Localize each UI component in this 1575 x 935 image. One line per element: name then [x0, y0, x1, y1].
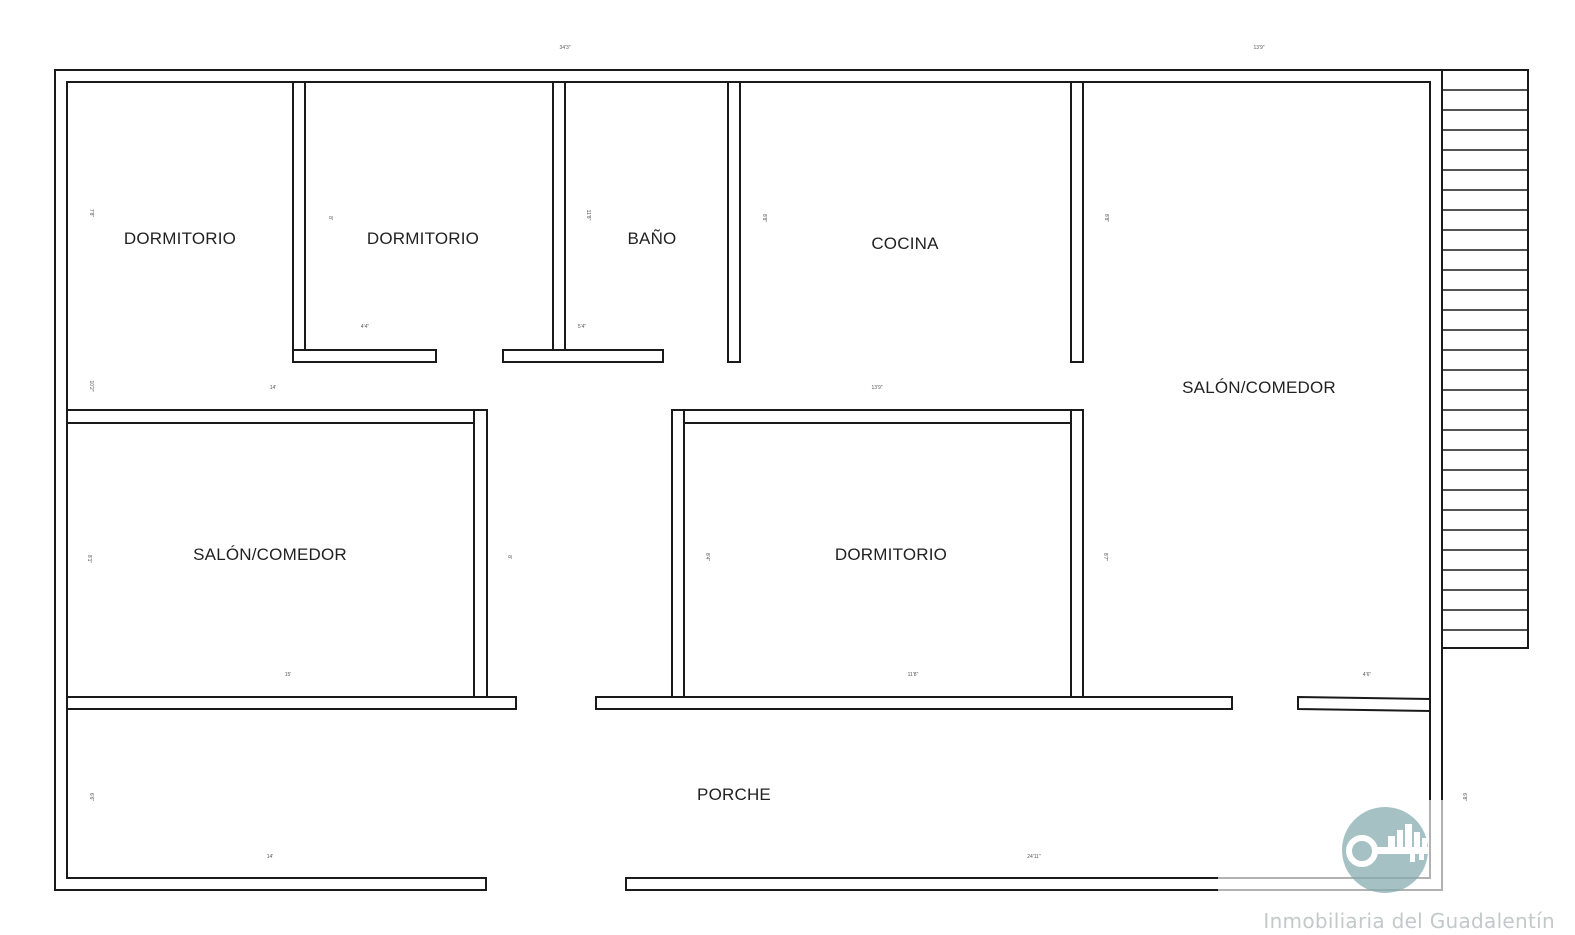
room-label-dormitorio-3: DORMITORIO — [835, 545, 947, 564]
dim-porche-height: 6'6" — [88, 793, 94, 802]
dim-salon1-width: 15' — [285, 672, 292, 678]
dim-top-width-right: 13'9" — [1253, 45, 1264, 51]
dim-dorm2-height: 8' — [327, 216, 333, 220]
wall-salon1-right — [473, 409, 488, 699]
dim-dorm1-lower: 10'2" — [88, 380, 94, 391]
dim-dorm1-height: 7'8" — [88, 209, 94, 218]
dim-porche-width-left: 14' — [267, 854, 274, 860]
wall-dorm3-left — [671, 409, 685, 699]
dim-porche-side: 6'8" — [1461, 793, 1467, 802]
wall-dorm1-dorm2 — [292, 81, 306, 363]
wall-dorm2-bottom — [292, 349, 437, 363]
key-city-logo-icon — [1218, 800, 1448, 895]
wall-dorm3-right — [1070, 409, 1084, 699]
dim-cocina-height: 8'8" — [761, 214, 767, 223]
staircase — [1441, 69, 1529, 649]
room-label-salon-comedor-1: SALÓN/COMEDOR — [193, 545, 347, 564]
brand-watermark-text: Inmobiliaria del Guadalentín — [1263, 909, 1555, 933]
dim-corridor-height: 8' — [506, 555, 512, 559]
exterior-wall — [54, 69, 1443, 891]
wall-cocina-salon — [1070, 81, 1084, 363]
room-label-bano: BAÑO — [628, 229, 677, 248]
dim-porche-width-right: 24'11" — [1027, 854, 1041, 860]
wall-porch-top-center — [595, 696, 1233, 710]
staircase-frame — [1441, 69, 1529, 649]
dim-dorm3-height: 8'4" — [704, 553, 710, 562]
wall-salon1-bottom-left — [66, 696, 517, 710]
wall-dorm2-bano — [552, 81, 566, 351]
wall-porch-top-right — [1297, 695, 1431, 713]
dim-salon2-height: 8'8" — [1103, 214, 1109, 223]
dim-bano-height: 11'8" — [585, 210, 591, 221]
room-label-dormitorio-2: DORMITORIO — [367, 229, 479, 248]
wall-bano-cocina — [727, 81, 741, 363]
wall-dorm1-bottom — [66, 409, 488, 424]
dim-salon2-lower: 8'7" — [1102, 553, 1108, 562]
dim-salon2-width: 4'6" — [1363, 672, 1372, 678]
dim-hall-width-center: 13'9" — [871, 385, 882, 391]
dim-dorm2-width: 4'4" — [361, 324, 370, 330]
dim-hall-width-left: 14' — [270, 385, 277, 391]
dim-dorm3-width: 11'8" — [908, 672, 919, 678]
room-label-dormitorio-1: DORMITORIO — [124, 229, 236, 248]
wall-dorm3-top — [671, 409, 1084, 424]
dim-salon1-height: 8'1" — [86, 555, 92, 564]
room-label-porche: PORCHE — [697, 785, 771, 804]
room-label-salon-comedor-2: SALÓN/COMEDOR — [1182, 378, 1336, 397]
wall-bano-bottom — [502, 349, 664, 363]
porch-opening — [487, 877, 625, 891]
room-label-cocina: COCINA — [871, 234, 939, 253]
dim-top-width-left: 34'3" — [559, 45, 570, 51]
dim-bano-width: 5'4" — [578, 324, 587, 330]
